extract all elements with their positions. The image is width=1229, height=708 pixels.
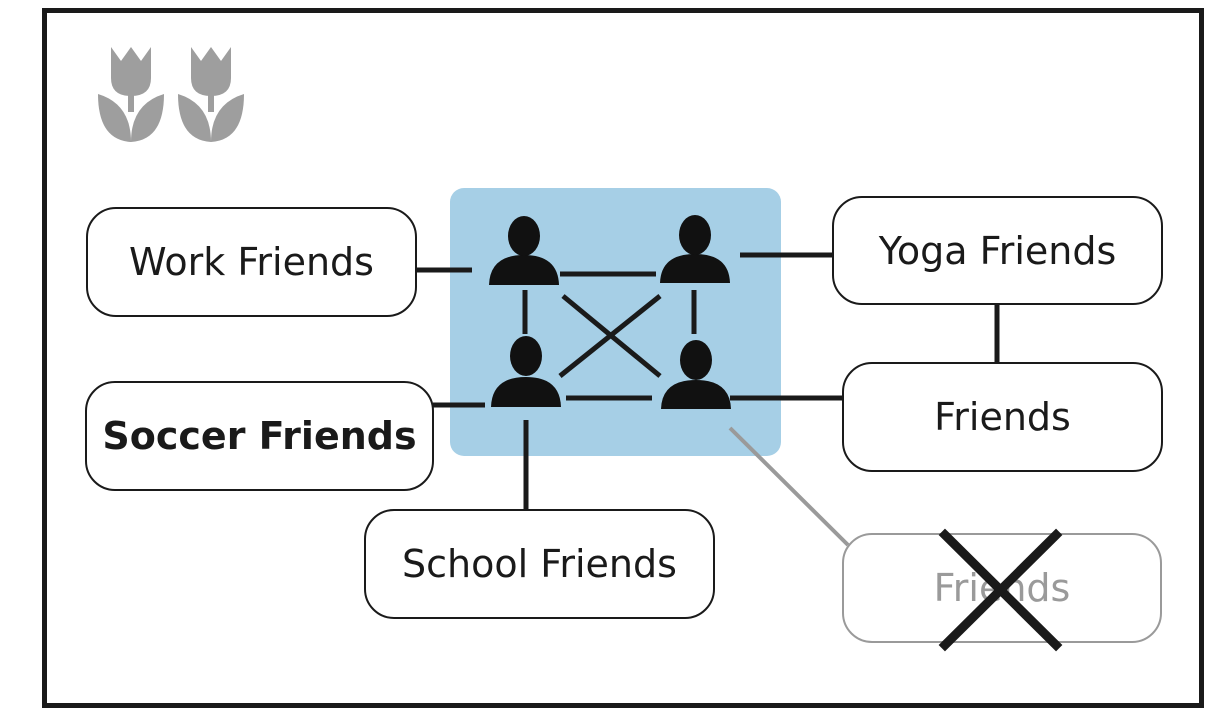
group-soccer-friends: Soccer Friends (85, 381, 434, 491)
group-label: Friends (933, 566, 1071, 610)
group-label: Soccer Friends (102, 414, 417, 458)
group-work-friends: Work Friends (86, 207, 417, 317)
person-icon (491, 336, 561, 407)
mesh-line-diagonal-b (558, 294, 662, 378)
diagram-canvas: Work Friends Yoga Friends Soccer Friends… (42, 8, 1204, 708)
tulip-icon (98, 47, 164, 142)
group-label: Work Friends (129, 240, 374, 284)
tulip-icon (178, 47, 244, 142)
group-label: School Friends (402, 542, 677, 586)
person-icon (489, 216, 559, 285)
group-school-friends: School Friends (364, 509, 715, 619)
person-icon (661, 340, 731, 409)
group-label: Friends (934, 395, 1071, 439)
person-icon (660, 215, 730, 283)
diagram-graphics (98, 47, 1000, 547)
core-group-panel (450, 188, 781, 456)
group-removed-friends: Friends (842, 533, 1162, 643)
group-friends: Friends (842, 362, 1163, 472)
group-yoga-friends: Yoga Friends (832, 196, 1163, 305)
group-label: Yoga Friends (878, 228, 1117, 273)
connector-removed (728, 426, 850, 547)
